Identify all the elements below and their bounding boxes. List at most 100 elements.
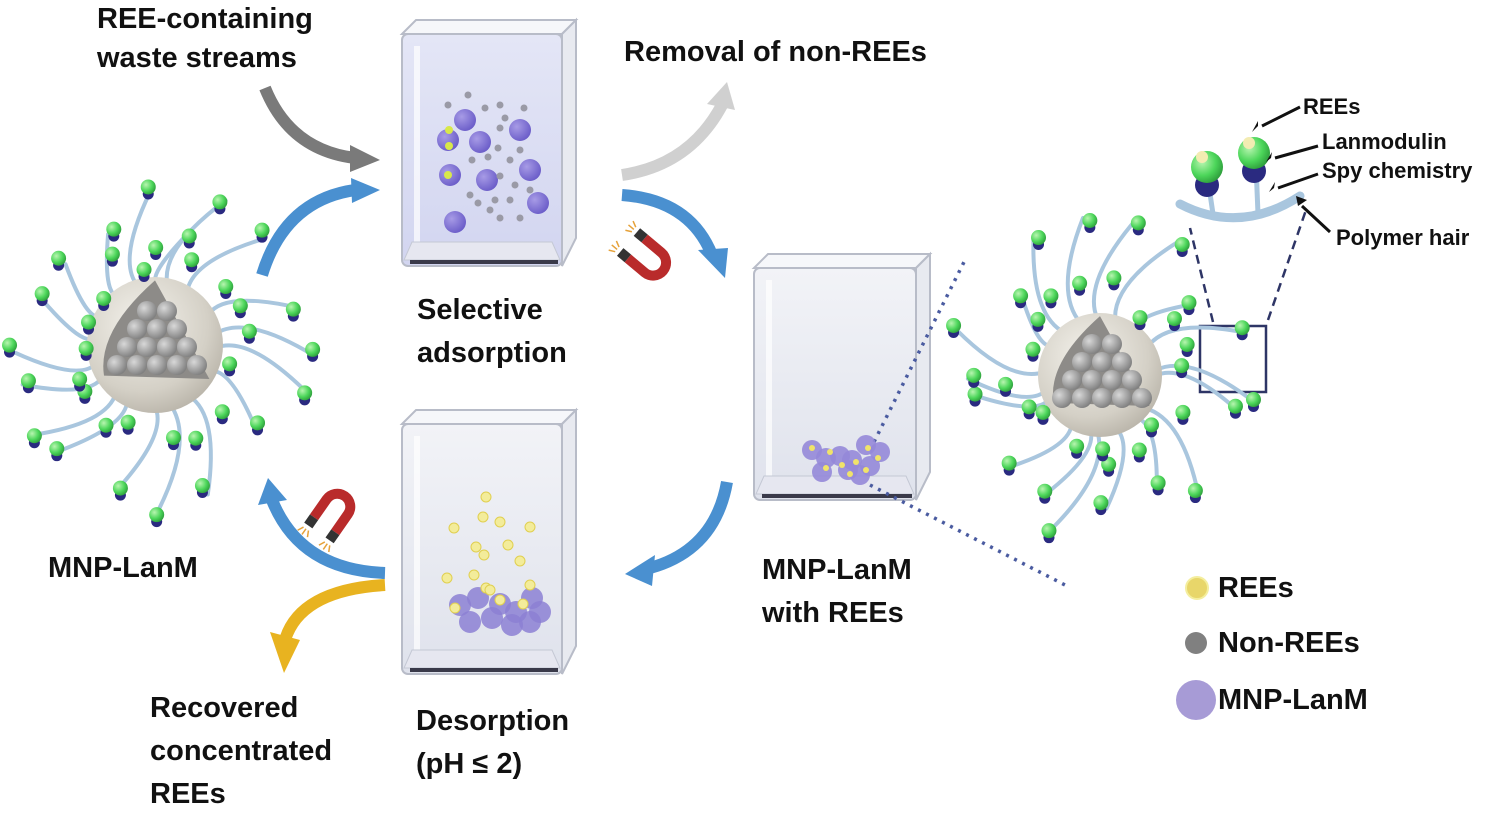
magnet-body	[309, 488, 356, 536]
lanmodulin-protein	[232, 298, 248, 314]
ree-dot-icon	[1185, 576, 1209, 600]
mnp-lanm-dot-icon	[1176, 680, 1216, 720]
lanmodulin-protein	[1181, 295, 1197, 311]
lanmodulin-protein	[194, 478, 210, 494]
ree-particle	[517, 598, 529, 610]
non-ree-dot-icon	[1185, 632, 1207, 654]
inset-pointer-arrow-head	[1296, 196, 1307, 206]
mnp-bead	[444, 211, 466, 233]
polymer-hair	[954, 327, 1047, 377]
lanmodulin-protein	[222, 356, 238, 372]
recovery-arrow	[270, 579, 386, 673]
polymer-hair	[1142, 406, 1201, 498]
mnp-bead	[509, 119, 531, 141]
ree-particle	[448, 522, 460, 534]
legend-non-rees-label: Non-REEs	[1218, 627, 1360, 659]
beaker-rim	[751, 253, 933, 269]
ree-particle	[524, 521, 536, 533]
non-ree-particle	[496, 214, 504, 222]
ree-particle	[468, 569, 480, 581]
magnetic-core-ball	[127, 319, 147, 339]
mnp-bead	[870, 442, 890, 462]
ree-particle	[847, 471, 853, 477]
inset-pointer-arrow	[1300, 204, 1332, 234]
mnp-bead	[812, 462, 832, 482]
mnp-bead	[437, 129, 459, 151]
beaker-highlight	[766, 280, 772, 488]
lanmodulin-protein	[20, 373, 36, 389]
recovered-line-1: Recovered	[150, 692, 299, 724]
ree-particle	[445, 142, 453, 150]
lanmodulin-protein	[1095, 441, 1111, 457]
ree-particle	[875, 455, 881, 461]
beaker-desorption	[399, 407, 579, 675]
ree-particle	[494, 594, 506, 606]
lanmodulin-protein	[946, 317, 962, 333]
magnet-pole	[633, 228, 648, 243]
inset-selection-box	[1198, 324, 1268, 394]
magnetic-core-ball	[1132, 388, 1152, 408]
lanmodulin-protein	[1174, 358, 1190, 374]
mnp-bead	[527, 192, 549, 214]
magnetic-core-ball	[1122, 370, 1142, 390]
polymer-hair	[214, 343, 307, 393]
lanmodulin-protein	[212, 194, 228, 210]
ree-particle	[494, 516, 506, 528]
beaker-side	[561, 17, 577, 267]
lanmodulin-protein	[148, 240, 164, 256]
ree-particle	[478, 549, 490, 561]
inset-pointer-arrow-head	[1269, 182, 1275, 192]
arrow-head	[698, 248, 728, 278]
lanmodulin-protein	[1031, 230, 1047, 246]
magnet-icon	[608, 220, 671, 281]
lanmodulin-protein	[104, 246, 120, 262]
mnp-bead	[459, 611, 481, 633]
inset-polymer-hair-label: Polymer hair	[1336, 225, 1470, 250]
inset-zoom	[1175, 105, 1332, 394]
mnp-lanm-with-rees-label: MNP-LanM with REEs	[762, 549, 912, 635]
lanmodulin-protein	[34, 286, 50, 302]
polymer-hair	[1065, 215, 1085, 325]
beaker-body	[401, 423, 563, 675]
ree-particle	[477, 511, 489, 523]
arrow-shaft	[259, 85, 356, 164]
inset-spy-chemistry-label: Spy chemistry	[1322, 158, 1473, 183]
lanmodulin-protein	[305, 341, 321, 357]
magnetic-core-ball	[1102, 370, 1122, 390]
lanmodulin-protein	[1131, 442, 1147, 458]
polymer-hair	[206, 298, 297, 317]
desorption-line-1: Desorption	[416, 705, 570, 737]
mnp-bead	[519, 159, 541, 181]
lanmodulin-protein	[1069, 438, 1085, 454]
magnetic-core-ball	[1102, 334, 1122, 354]
polymer-hair	[1145, 325, 1246, 349]
non-ree-particle	[484, 153, 492, 161]
inset-ree-ion	[1243, 137, 1255, 149]
beaker-rim	[399, 409, 579, 425]
magnetic-core-ball	[157, 301, 177, 321]
magnetic-core-ball	[167, 319, 187, 339]
beaker-body	[753, 267, 917, 501]
mnp-bead	[469, 131, 491, 153]
arrow-head	[625, 555, 655, 586]
mnp-bead	[454, 109, 476, 131]
magnetic-core-ball	[1112, 388, 1132, 408]
lanmodulin-protein	[1245, 392, 1261, 408]
inset-rees-label: REEs	[1303, 94, 1361, 119]
non-ree-particle	[501, 114, 509, 122]
non-ree-particle	[466, 191, 474, 199]
lanmodulin-protein	[1150, 475, 1166, 491]
selective-adsorption-line-2: adsorption	[417, 337, 567, 369]
lanmodulin-protein	[1001, 455, 1017, 471]
lanmodulin-protein	[1021, 399, 1037, 415]
lanmodulin-protein	[966, 367, 982, 383]
removal-arrow	[621, 82, 735, 181]
lanmodulin-protein	[1041, 523, 1057, 539]
arrow-head	[351, 178, 380, 203]
non-ree-particle	[474, 199, 482, 207]
inset-pointer-arrow	[1277, 172, 1319, 190]
polymer-hair	[1006, 421, 1074, 470]
non-ree-particle	[496, 124, 504, 132]
beaker-floor	[403, 649, 561, 669]
